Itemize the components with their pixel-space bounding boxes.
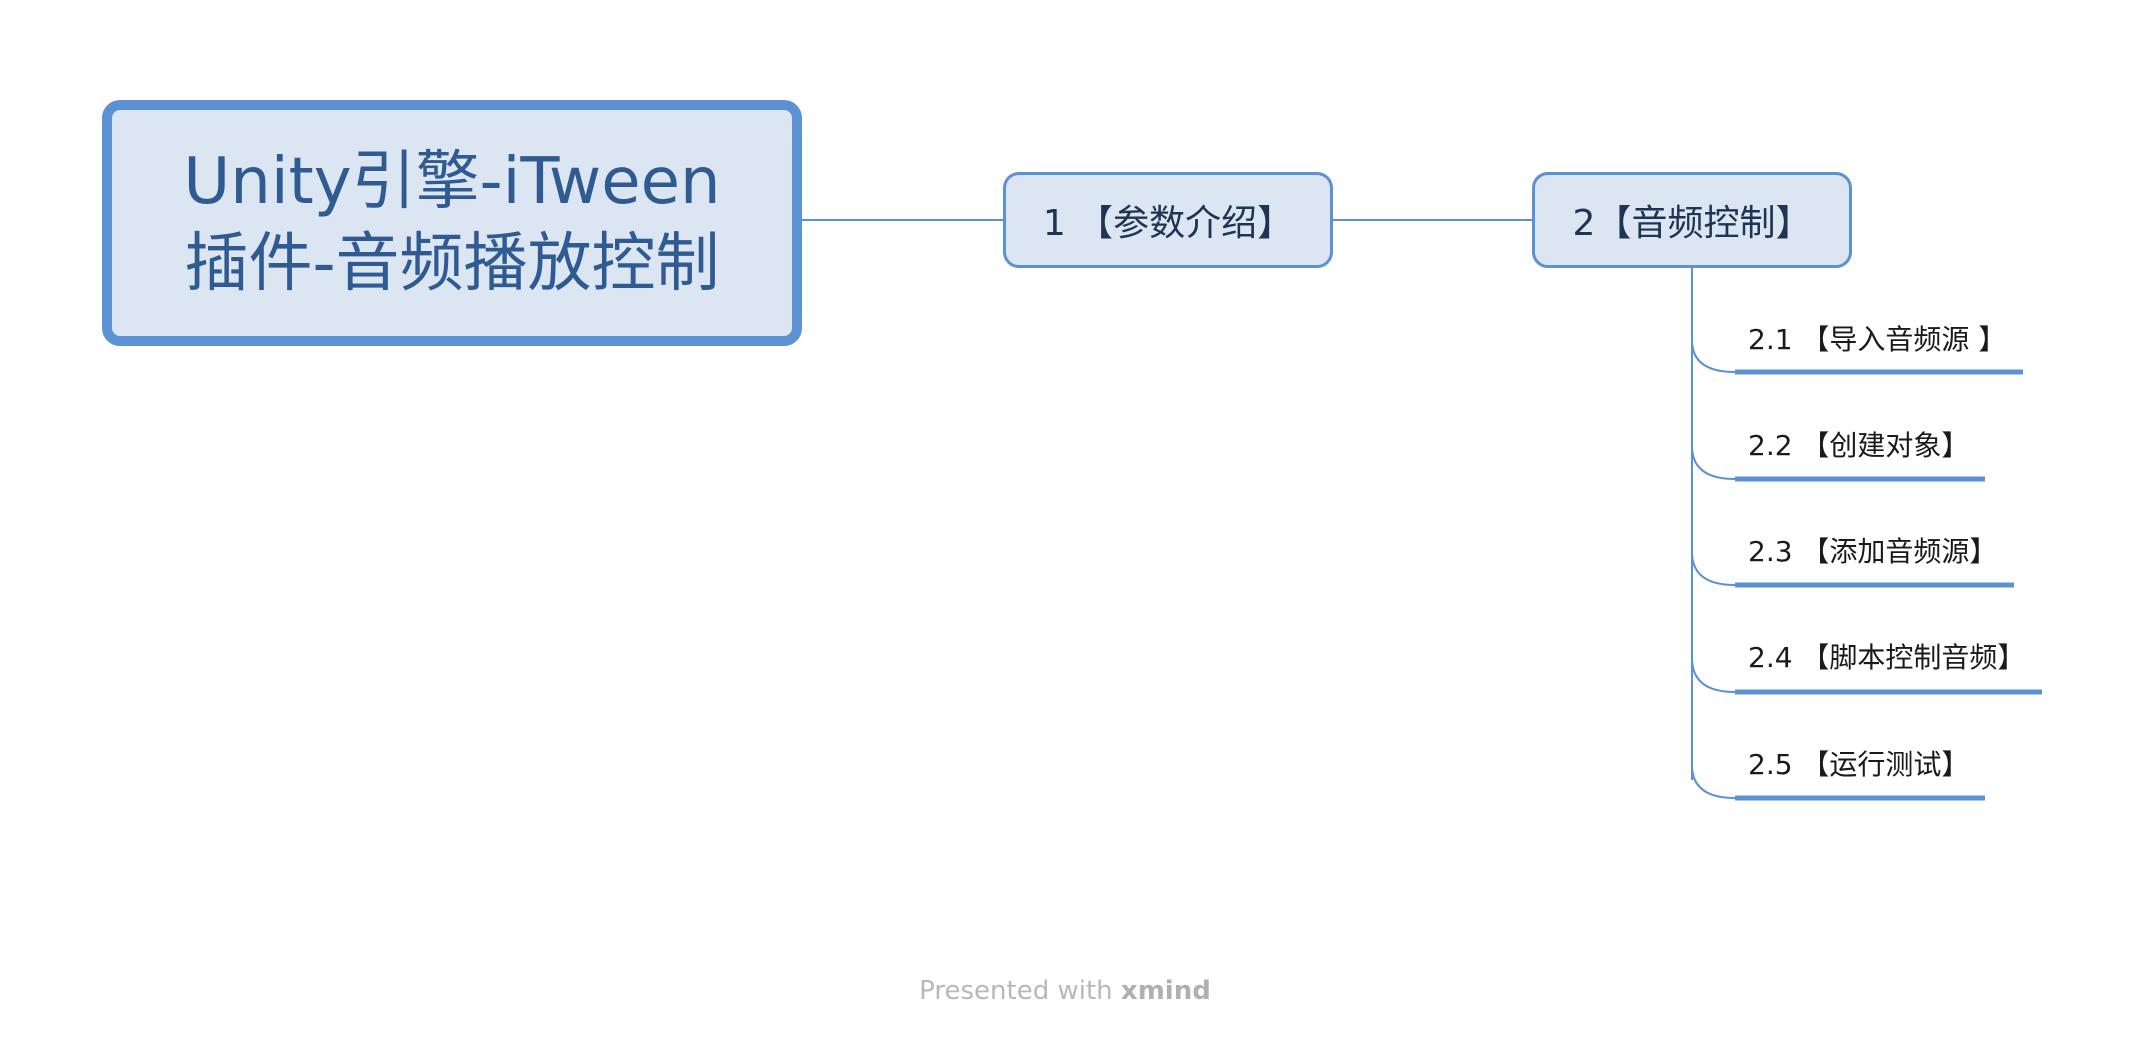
subtopic-add-audio-source[interactable]: 2.3 【添加音频源】 xyxy=(1748,534,1997,570)
footer-credit: Presented with xmind xyxy=(0,976,2130,1006)
connector-sub-2 xyxy=(1691,445,1736,480)
central-topic-label: Unity引擎-iTween插件-音频播放控制 xyxy=(183,145,721,301)
central-topic[interactable]: Unity引擎-iTween插件-音频播放控制 xyxy=(102,100,802,346)
subtopic-run-test[interactable]: 2.5 【运行测试】 xyxy=(1748,747,1969,783)
connector-sub-4 xyxy=(1691,657,1736,693)
topic-label: 1 【参数介绍】 xyxy=(1042,203,1294,244)
subtopic-label: 2.1 【导入音频源 】 xyxy=(1748,323,2007,356)
subtopic-label: 2.4 【脚本控制音频】 xyxy=(1748,641,2026,674)
connector-sub-3 xyxy=(1691,551,1736,586)
topic-parameter-intro[interactable]: 1 【参数介绍】 xyxy=(1003,172,1333,268)
subtopic-create-object[interactable]: 2.2 【创建对象】 xyxy=(1748,428,1969,464)
subtopic-label: 2.5 【运行测试】 xyxy=(1748,748,1970,781)
connector-sub-5 xyxy=(1691,764,1736,799)
footer-prefix: Presented with xyxy=(919,976,1121,1006)
subtopic-script-control-audio[interactable]: 2.4 【脚本控制音频】 xyxy=(1748,640,2025,676)
topic-label: 2【音频控制】 xyxy=(1572,203,1812,244)
subtopic-import-audio-source[interactable]: 2.1 【导入音频源 】 xyxy=(1748,322,2006,358)
subtopic-label: 2.3 【添加音频源】 xyxy=(1748,535,1998,568)
topic-audio-control[interactable]: 2【音频控制】 xyxy=(1532,172,1852,268)
xmind-brand: xmind xyxy=(1120,976,1211,1006)
subtopic-label: 2.2 【创建对象】 xyxy=(1748,429,1970,462)
connector-sub-1 xyxy=(1691,339,1736,373)
